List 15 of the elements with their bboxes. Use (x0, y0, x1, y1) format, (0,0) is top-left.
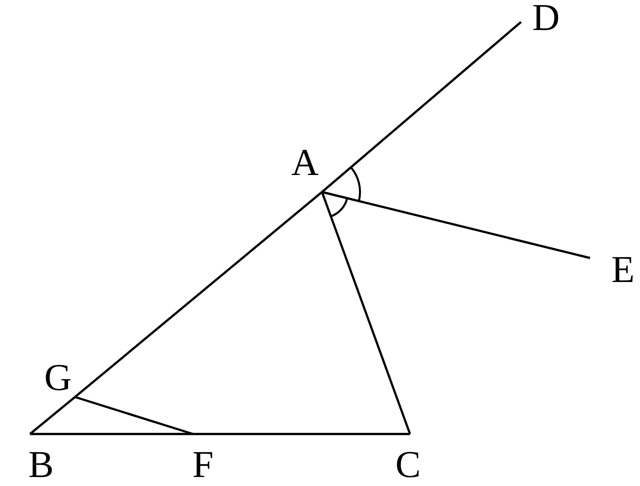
line-segment (321, 21, 522, 193)
line-segment (74, 191, 323, 398)
line-segment (29, 396, 76, 435)
line-segment (74, 396, 194, 436)
point-label: E (611, 251, 635, 289)
point-label: F (192, 446, 214, 484)
point-label: A (291, 144, 319, 182)
point-label: G (44, 359, 72, 397)
line-segment (320, 192, 412, 434)
point-label: B (28, 446, 54, 484)
point-label: C (395, 446, 421, 484)
line-segment (322, 190, 590, 260)
line-segment (30, 432, 193, 436)
point-label: D (532, 0, 560, 37)
line-segment (193, 432, 410, 436)
